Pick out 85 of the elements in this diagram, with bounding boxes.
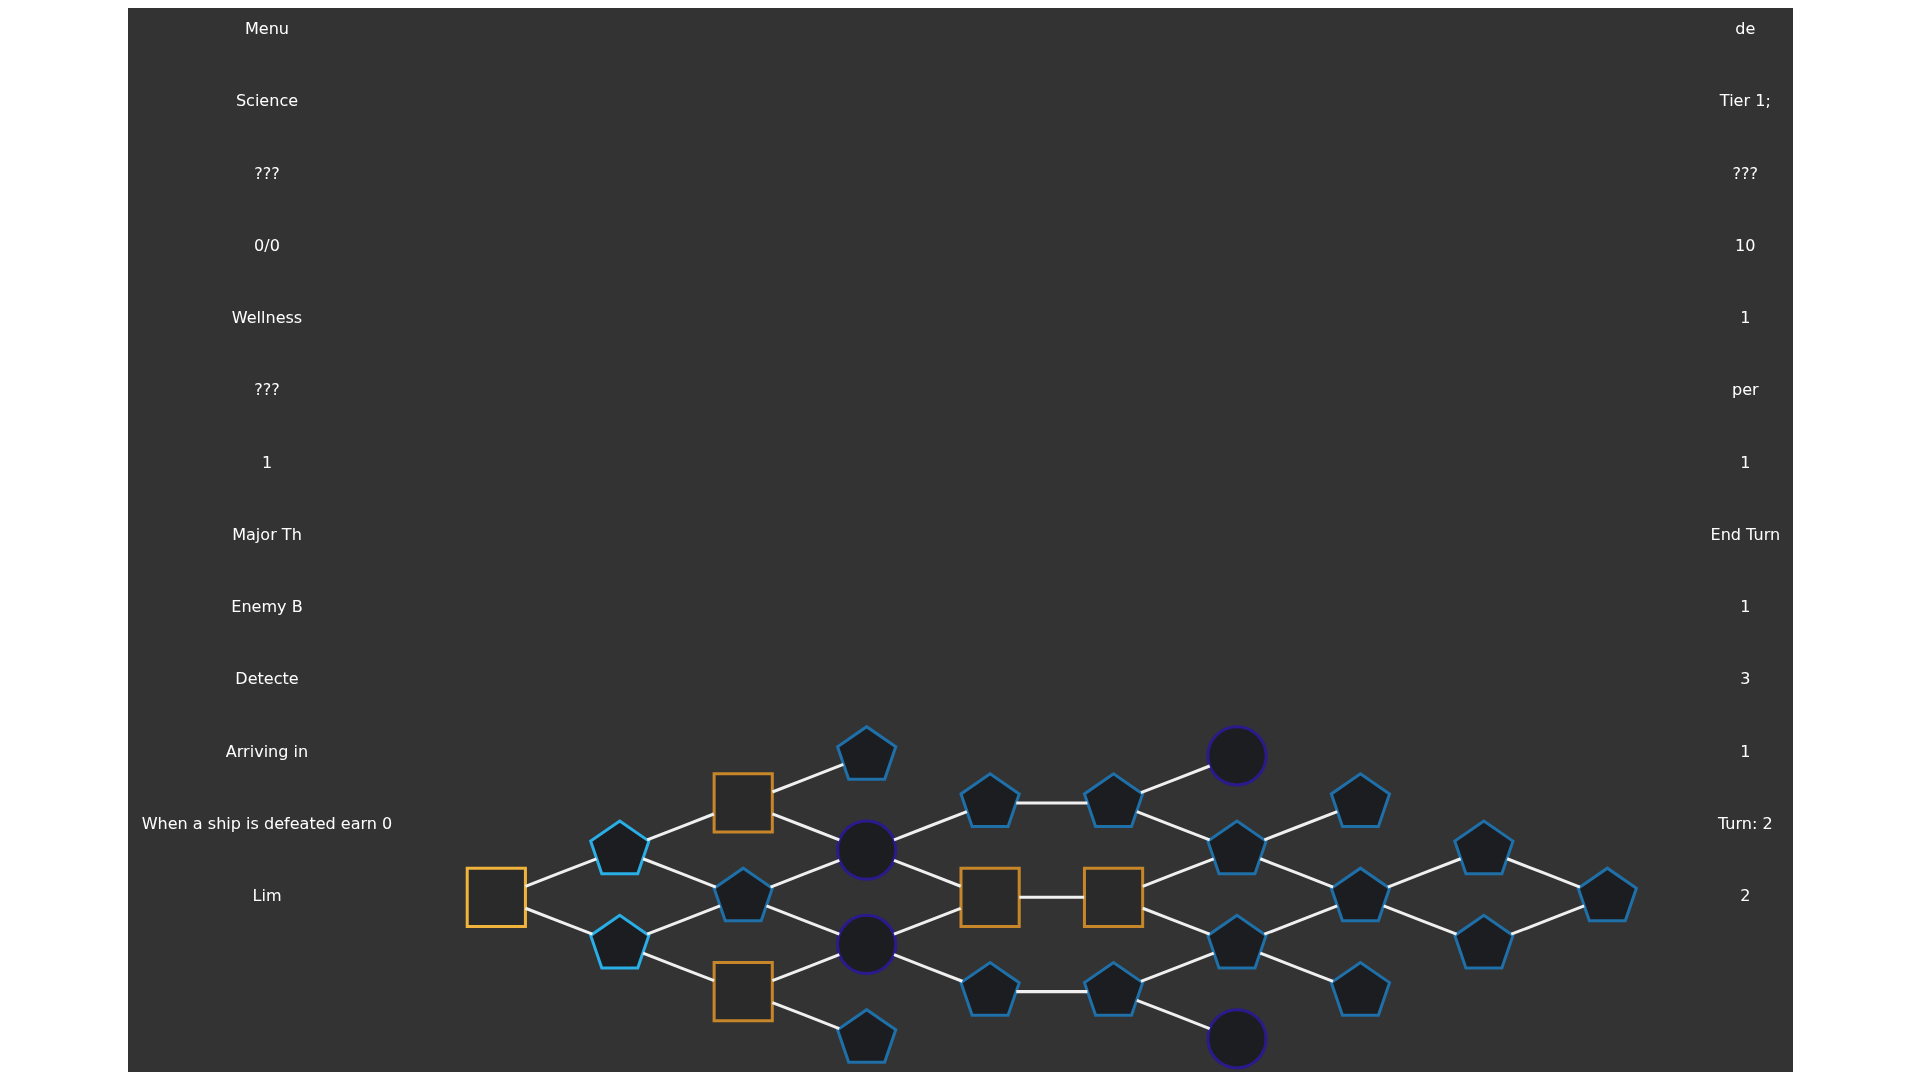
connector: [1018, 895, 1084, 899]
label: de: [1734, 18, 1755, 38]
node-pentagon: [588, 819, 651, 876]
label: 2: [1739, 886, 1750, 906]
label: 1: [1739, 741, 1750, 761]
node-pentagon: [1329, 772, 1391, 828]
connector: [646, 812, 714, 842]
node-box: [712, 961, 774, 1023]
connector: [1259, 857, 1334, 889]
connector: [1015, 801, 1087, 805]
connector: [1386, 857, 1461, 889]
connector: [642, 857, 716, 889]
node-circle: [1205, 1008, 1268, 1070]
connector: [771, 812, 840, 842]
label: Science: [235, 91, 298, 111]
label: 10: [1734, 235, 1756, 255]
label: Enemy B: [230, 597, 303, 617]
connector: [771, 763, 844, 794]
connector: [892, 953, 963, 983]
connector: [642, 951, 715, 983]
label: Detecte: [234, 669, 299, 689]
label: Menu: [244, 18, 289, 38]
connector: [1015, 990, 1087, 994]
node-pentagon: [1452, 819, 1515, 876]
connector: [771, 1001, 840, 1030]
label: Wellness: [231, 308, 302, 328]
node-pentagon: [958, 772, 1021, 828]
connector: [1263, 904, 1338, 936]
node-pentagon: [1452, 913, 1515, 970]
node-circle: [1205, 725, 1268, 787]
label: Arriving in: [225, 741, 308, 761]
node-circle: [835, 819, 897, 881]
connector: [1141, 906, 1210, 936]
label: Lim: [251, 886, 282, 906]
node-pentagon: [588, 913, 651, 970]
connector: [771, 953, 840, 983]
label: When a ship is defeated earn 0: [141, 813, 392, 833]
label: per: [1731, 380, 1759, 400]
connector: [524, 906, 593, 936]
connector: [1139, 764, 1210, 795]
node-pentagon: [835, 1007, 898, 1064]
connector: [1259, 951, 1334, 983]
connector: [1135, 998, 1210, 1030]
connector: [1141, 857, 1214, 888]
connector: [1263, 810, 1338, 842]
node-circle: [835, 913, 897, 976]
node-box: [465, 866, 527, 928]
connector: [892, 810, 967, 842]
node-pentagon: [1082, 960, 1144, 1017]
connector: [769, 858, 840, 889]
label: 0/0: [253, 235, 280, 255]
connector: [1139, 951, 1214, 983]
connector: [1510, 904, 1585, 936]
label: 1: [1739, 308, 1750, 328]
connector: [524, 857, 597, 888]
label: 3: [1739, 669, 1750, 689]
label: 1: [1739, 452, 1750, 472]
connector: [765, 904, 840, 936]
label: ???: [253, 163, 280, 183]
label: 1: [1739, 597, 1750, 617]
node-pentagon: [711, 866, 774, 923]
connector: [1506, 857, 1580, 889]
label: ???: [1732, 163, 1758, 183]
node-pentagon: [1205, 913, 1268, 970]
node-pentagon: [835, 724, 898, 781]
label: ???: [253, 380, 280, 400]
connector: [1382, 904, 1457, 936]
node-pentagon: [1329, 960, 1391, 1017]
node-pentagon: [1329, 866, 1391, 923]
label: 1: [261, 452, 272, 472]
connector: [892, 858, 961, 888]
node-box: [712, 772, 774, 834]
connector: [646, 904, 721, 936]
node-pentagon: [1082, 772, 1144, 828]
node-box: [1082, 866, 1144, 928]
node-box: [959, 866, 1021, 928]
label: Turn: 2: [1717, 813, 1773, 833]
node-pentagon: [1575, 866, 1638, 923]
connector: [1135, 810, 1210, 842]
node-pentagon: [958, 960, 1021, 1017]
node-pentagon: [1205, 819, 1268, 876]
label: End Turn: [1710, 524, 1780, 544]
label: Major Th: [231, 524, 302, 544]
connector: [892, 906, 961, 936]
label: Tier 1;: [1719, 91, 1771, 111]
